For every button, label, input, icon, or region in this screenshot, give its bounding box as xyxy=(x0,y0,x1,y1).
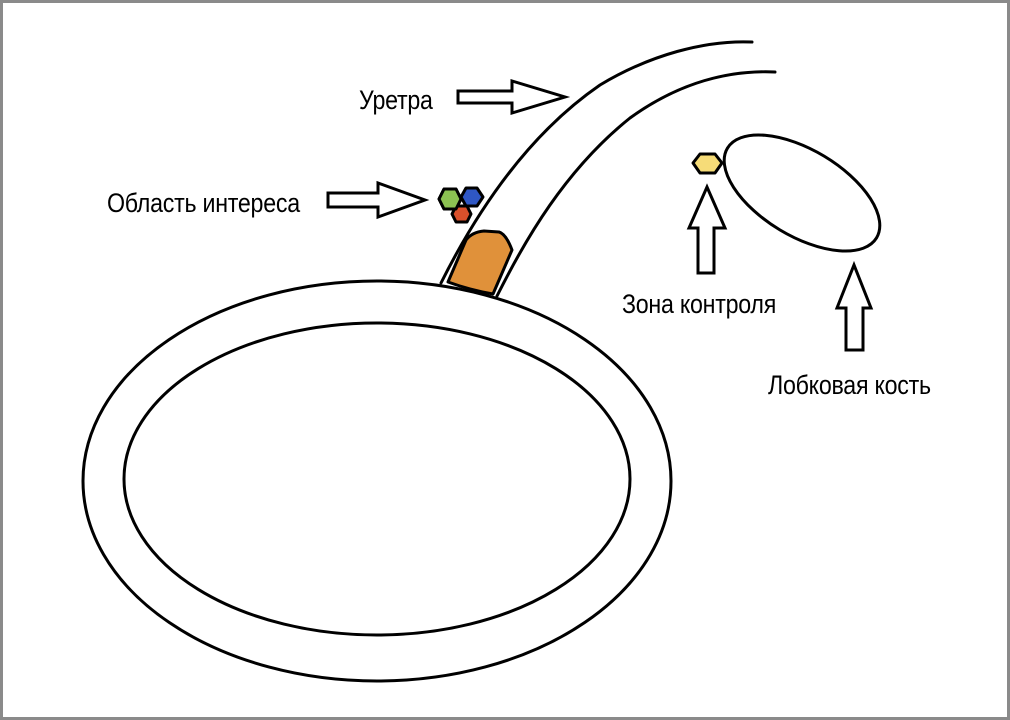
green-marker-icon xyxy=(437,187,463,211)
bladder-inner-wall xyxy=(122,321,632,637)
urethra-upper-wall xyxy=(439,40,754,285)
pubic-bone-arrow-icon xyxy=(834,260,874,352)
urethra-arrow-icon xyxy=(456,78,571,116)
urethra-label: Уретра xyxy=(359,85,433,115)
blue-marker-icon xyxy=(459,186,485,208)
control-zone-arrow-icon xyxy=(686,183,728,275)
pubic-bone xyxy=(722,133,882,253)
bladder-neck-segment xyxy=(446,229,514,296)
urethra-lower-wall xyxy=(495,70,777,298)
yellow-marker-icon xyxy=(691,152,724,175)
pubic-bone-label: Лобковая кость xyxy=(768,370,931,400)
region-of-interest-arrow-icon xyxy=(326,180,430,220)
bladder-outer-wall xyxy=(81,279,673,683)
control-zone-label: Зона контроля xyxy=(622,289,777,319)
region-of-interest-label: Область интереса xyxy=(107,188,300,218)
